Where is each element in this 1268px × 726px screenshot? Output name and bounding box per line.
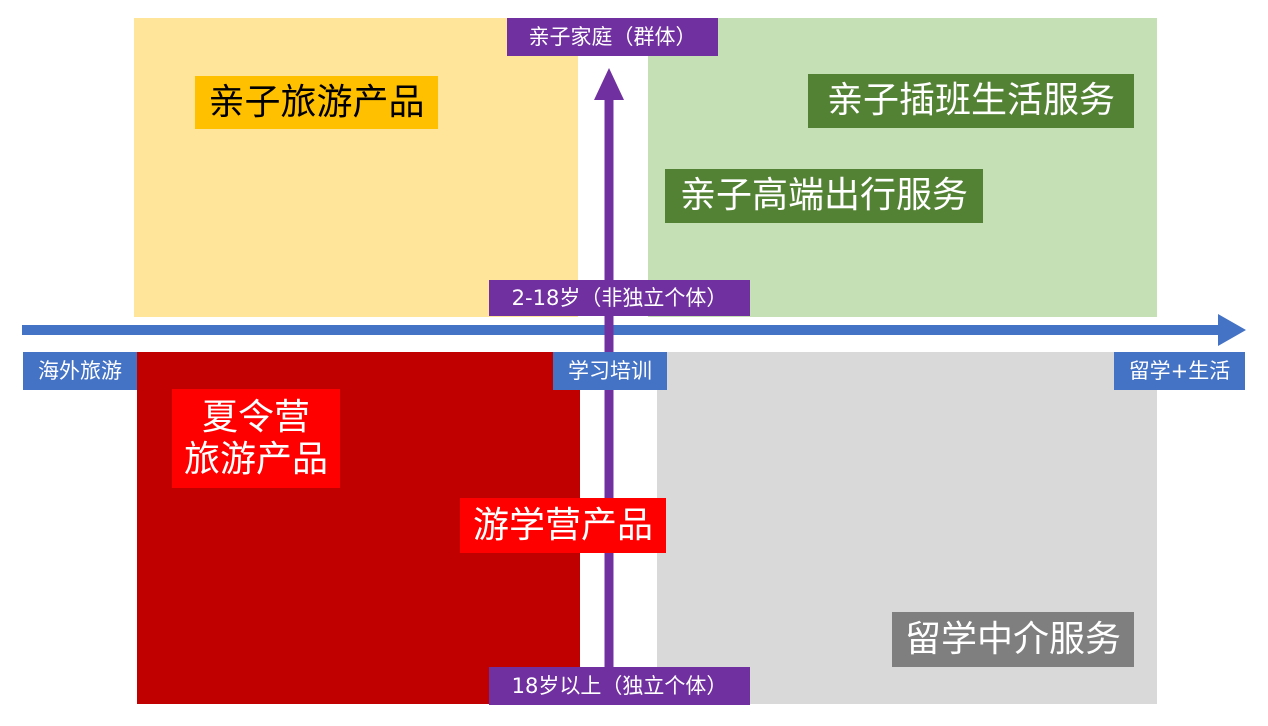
summer-camp-label-line1: 夏令营	[201, 397, 310, 439]
study-abroad-agency-service-label: 留学中介服务	[892, 612, 1134, 667]
horizontal-axis-mid-label: 学习培训	[553, 352, 667, 390]
horizontal-axis-arrowhead	[1218, 314, 1246, 346]
summer-camp-travel-product-label: 夏令营 旅游产品	[172, 389, 340, 488]
vertical-axis-bottom-label: 18岁以上（独立个体）	[489, 667, 750, 705]
family-class-life-service-label: 亲子插班生活服务	[808, 74, 1134, 128]
study-tour-camp-product-label: 游学营产品	[460, 498, 666, 553]
quadrant-top-right	[648, 18, 1157, 317]
horizontal-axis-left-label: 海外旅游	[23, 352, 137, 390]
quadrant-top-left	[134, 18, 578, 317]
summer-camp-label-line2: 旅游产品	[183, 438, 328, 480]
vertical-axis-upper-label: 2-18岁（非独立个体）	[489, 280, 750, 316]
family-premium-travel-service-label: 亲子高端出行服务	[665, 169, 983, 223]
family-travel-product-label: 亲子旅游产品	[195, 76, 438, 129]
horizontal-axis-right-label: 留学+生活	[1114, 352, 1245, 390]
vertical-axis-arrowhead	[594, 68, 624, 100]
vertical-axis-top-label: 亲子家庭（群体）	[507, 18, 718, 56]
